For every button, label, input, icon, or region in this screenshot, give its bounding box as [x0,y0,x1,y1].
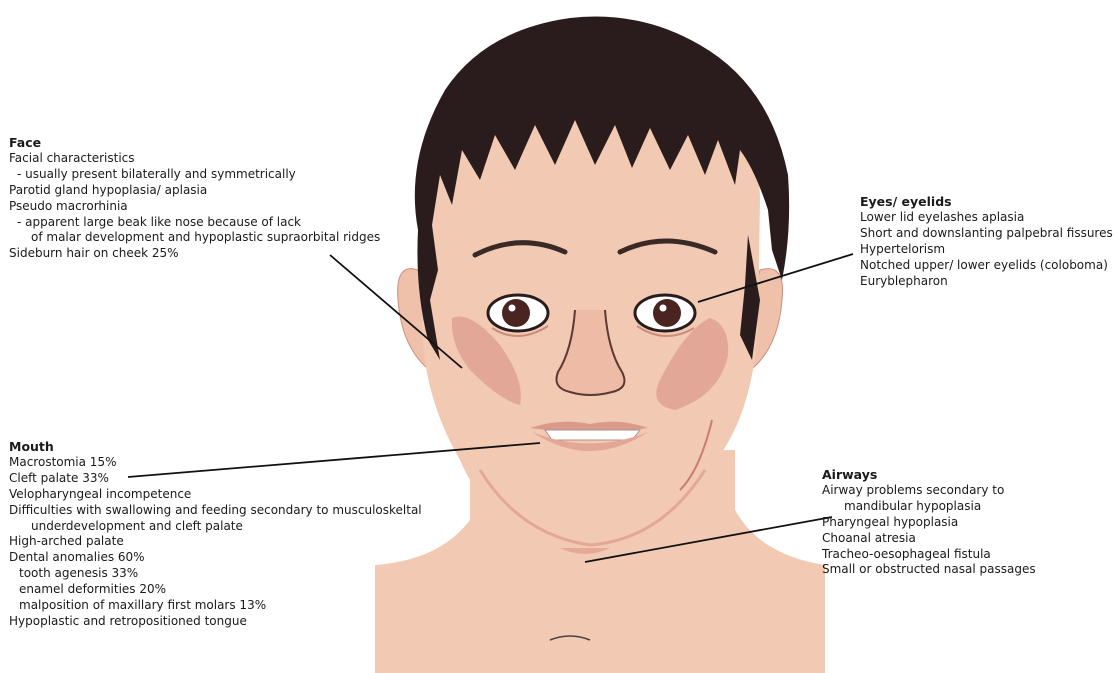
airways-line: Small or obstructed nasal passages [822,562,1036,578]
mouth-line: Dental anomalies 60% [9,550,422,566]
airways-line: Choanal atresia [822,531,1036,547]
mouth-line: Macrostomia 15% [9,455,422,471]
airways-annotation: Airways Airway problems secondary to man… [822,467,1036,578]
mouth-line: High-arched palate [9,534,422,550]
eyes-line: Euryblepharon [860,274,1113,290]
eyes-line: Notched upper/ lower eyelids (coloboma) [860,258,1113,274]
mouth-line: malposition of maxillary first molars 13… [9,598,422,614]
airways-line: Airway problems secondary to [822,483,1036,499]
eyes-line: Lower lid eyelashes aplasia [860,210,1113,226]
eyes-line: Hypertelorism [860,242,1113,258]
mouth-title: Mouth [9,439,422,455]
face-line: - usually present bilaterally and symmet… [9,167,380,183]
face-line: - apparent large beak like nose because … [9,215,380,231]
mouth-annotation: Mouth Macrostomia 15% Cleft palate 33% V… [9,439,422,630]
eyes-annotation: Eyes/ eyelids Lower lid eyelashes aplasi… [860,194,1113,289]
right-iris [653,299,681,327]
eyes-line: Short and downslanting palpebral fissure… [860,226,1113,242]
right-glint [660,305,667,312]
eyes-title: Eyes/ eyelids [860,194,1113,210]
mouth-line: Difficulties with swallowing and feeding… [9,503,422,519]
face-line: Parotid gland hypoplasia/ aplasia [9,183,380,199]
airways-line: Pharyngeal hypoplasia [822,515,1036,531]
mouth-line: Hypoplastic and retropositioned tongue [9,614,422,630]
face-annotation: Face Facial characteristics - usually pr… [9,135,380,262]
mouth-line: underdevelopment and cleft palate [9,519,422,535]
mouth-line: enamel deformities 20% [9,582,422,598]
mouth-line: Velopharyngeal incompetence [9,487,422,503]
teeth [545,430,640,440]
face-line: Sideburn hair on cheek 25% [9,246,380,262]
face-line: Pseudo macrorhinia [9,199,380,215]
mouth-line: Cleft palate 33% [9,471,422,487]
airways-title: Airways [822,467,1036,483]
left-glint [509,305,516,312]
airways-line: Tracheo-oesophageal fistula [822,547,1036,563]
airways-line: mandibular hypoplasia [822,499,1036,515]
face-line: of malar development and hypoplastic sup… [9,230,380,246]
face-line: Facial characteristics [9,151,380,167]
mouth-line: tooth agenesis 33% [9,566,422,582]
left-iris [502,299,530,327]
face-title: Face [9,135,380,151]
